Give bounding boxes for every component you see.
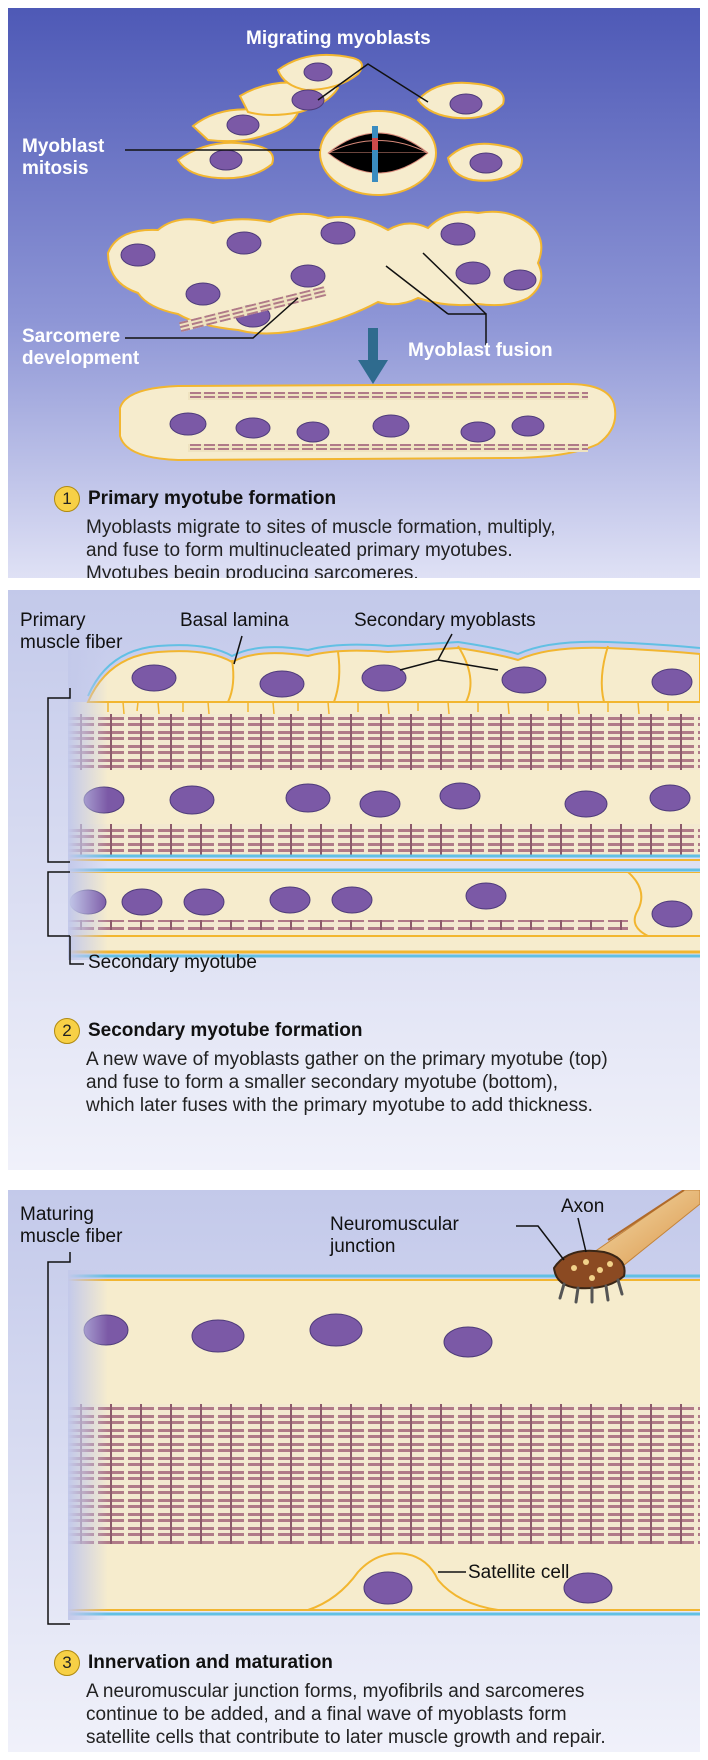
mitotic-cell	[320, 111, 436, 195]
secondary-myotube	[68, 872, 700, 936]
step-title: Secondary myotube formation	[88, 1020, 363, 1042]
secondary-myotube-label: Secondary myotube	[88, 952, 257, 974]
step-2-description: A new wave of myoblasts gather on the pr…	[86, 1048, 608, 1117]
primary-muscle-fiber-label: Primary muscle fiber	[20, 610, 122, 654]
step-1-heading: 1 Primary myotube formation	[54, 486, 336, 512]
basal-lamina-label: Basal lamina	[180, 610, 289, 632]
step-number-badge: 1	[54, 486, 80, 512]
neuromuscular-junction-label: Neuromuscular junction	[330, 1214, 459, 1258]
panel-secondary-myotube: Primary muscle fiber Basal lamina Second…	[8, 590, 700, 1170]
secondary-myoblasts-label: Secondary myoblasts	[354, 610, 536, 632]
step-title: Primary myotube formation	[88, 488, 336, 510]
migrating-myoblasts-label: Migrating myoblasts	[246, 28, 431, 50]
step-1-description: Myoblasts migrate to sites of muscle for…	[86, 516, 556, 578]
maturing-muscle-fiber-label: Maturing muscle fiber	[20, 1204, 122, 1248]
step-3-heading: 3 Innervation and maturation	[54, 1650, 333, 1676]
step-number-badge: 2	[54, 1018, 80, 1044]
axon-label: Axon	[561, 1196, 604, 1218]
myoblast-mitosis-label: Myoblast mitosis	[22, 136, 104, 180]
satellite-cell-label: Satellite cell	[468, 1562, 569, 1584]
step-number-badge: 3	[54, 1650, 80, 1676]
panel-innervation-maturation: Maturing muscle fiber Neuromuscular junc…	[8, 1190, 700, 1752]
panel-primary-myotube: Migrating myoblasts Myoblast mitosis Sar…	[8, 8, 700, 578]
myoblast-fusion-label: Myoblast fusion	[408, 340, 553, 362]
step-title: Innervation and maturation	[88, 1652, 333, 1674]
step-3-description: A neuromuscular junction forms, myofibri…	[86, 1680, 606, 1749]
step-2-heading: 2 Secondary myotube formation	[54, 1018, 363, 1044]
primary-myotube	[120, 384, 615, 460]
sarcomere-development-label: Sarcomere development	[22, 326, 139, 370]
